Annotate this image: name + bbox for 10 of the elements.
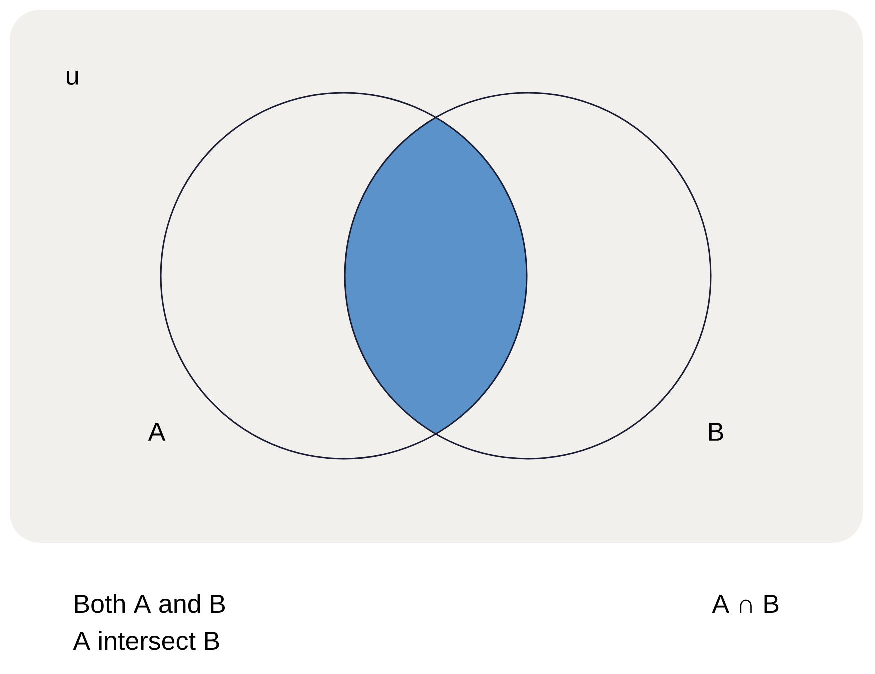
set-label: A: [148, 423, 166, 441]
set-circle: [344, 92, 724, 460]
caption-text: A intersect B: [73, 631, 220, 650]
universe-box: [10, 10, 863, 543]
set-label: B: [709, 423, 724, 441]
caption-text: Both A and B: [75, 594, 226, 614]
intersection-region: [344, 118, 528, 434]
caption-text: A ∩ B: [712, 595, 779, 614]
set-label: u: [67, 71, 78, 86]
set-circle: [148, 92, 528, 460]
